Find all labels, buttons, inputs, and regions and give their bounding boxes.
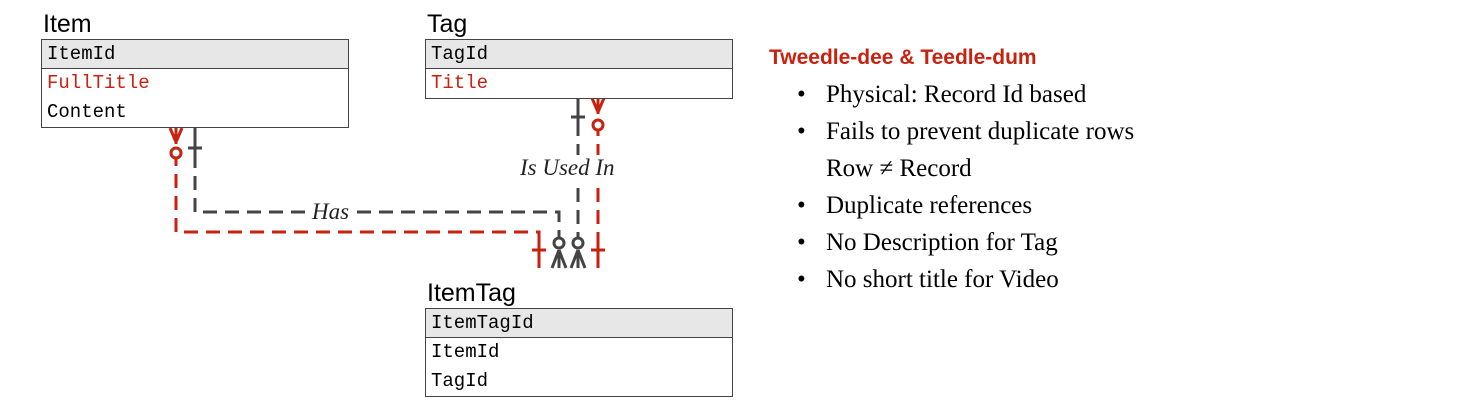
note-text: No short title for Video	[826, 266, 1059, 293]
item-many-optional-marker	[168, 127, 184, 160]
entity-item-table: ItemId FullTitle Content	[41, 39, 349, 128]
note-text: No Description for Tag	[826, 229, 1058, 256]
tag-many-optional-marker	[590, 97, 606, 132]
bullet-glyph: •	[797, 229, 806, 256]
note-item: • Duplicate references	[769, 187, 1134, 224]
bullet-glyph: •	[797, 81, 806, 108]
tag-field-title: Title	[431, 72, 489, 94]
tag-one-marker	[571, 98, 585, 130]
note-item: • No Description for Tag	[769, 224, 1134, 261]
entity-itemtag-title: ItemTag	[427, 279, 516, 307]
bullet-glyph: •	[797, 192, 806, 219]
item-field-content: Content	[47, 101, 127, 123]
itemtag-red-one-marker-right	[591, 238, 605, 268]
note-text: Physical: Record Id based	[826, 81, 1087, 108]
entity-itemtag-table: ItemTagId ItemId TagId	[425, 308, 733, 397]
bullet-glyph: •	[797, 266, 806, 293]
item-one-marker	[188, 128, 202, 158]
notes-title: Tweedle-dee & Teedle-dum	[769, 46, 1037, 69]
note-subtext: Row ≠ Record	[826, 155, 972, 182]
item-itemtag-red-line	[174, 130, 541, 240]
note-text: Fails to prevent duplicate rows	[826, 118, 1135, 145]
entity-item-title: Item	[43, 10, 92, 38]
itemtag-field-tagid: TagId	[431, 370, 489, 392]
has-connector-line	[193, 132, 561, 240]
entity-tag-table: TagId Title	[425, 39, 733, 99]
itemtag-has-many-optional-marker	[550, 236, 568, 269]
item-field-itemid: ItemId	[42, 40, 348, 69]
is-used-in-label: Is Used In	[517, 155, 618, 181]
notes-list: • Physical: Record Id based • Fails to p…	[769, 76, 1134, 298]
itemtag-used-in-many-optional-marker	[569, 236, 587, 269]
entity-tag-title: Tag	[427, 10, 468, 38]
tag-field-tagid: TagId	[426, 40, 732, 69]
note-text: Duplicate references	[826, 192, 1033, 219]
item-field-fulltitle: FullTitle	[47, 72, 150, 94]
has-label: Has	[309, 199, 353, 225]
note-item: • No short title for Video	[769, 261, 1134, 298]
note-item: • Physical: Record Id based	[769, 76, 1134, 113]
bullet-glyph: •	[797, 118, 806, 145]
itemtag-field-itemtagid: ItemTagId	[426, 309, 732, 338]
itemtag-field-itemid: ItemId	[431, 341, 500, 363]
note-item: • Fails to prevent duplicate rows Row ≠ …	[769, 113, 1134, 187]
itemtag-red-one-marker-left	[532, 238, 546, 268]
notes-panel: Tweedle-dee & Teedle-dum • Physical: Rec…	[769, 44, 1134, 298]
